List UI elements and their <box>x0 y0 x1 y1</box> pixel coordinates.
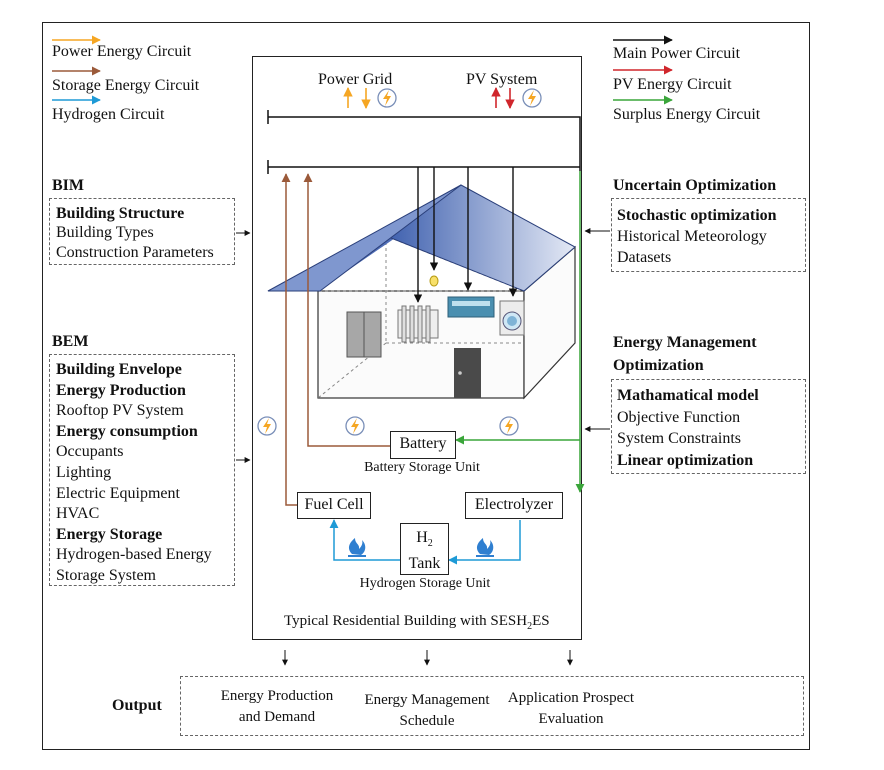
bim-box <box>49 198 235 265</box>
bim-box-title: Building Structure <box>56 205 185 222</box>
uncertain-box-title: Stochastic optimization <box>617 207 777 224</box>
legend-storage-energy: Storage Energy Circuit <box>52 77 200 94</box>
tank-label: Tank <box>408 555 441 573</box>
output-item-line: Energy Production <box>220 688 334 704</box>
list-line: HVAC <box>56 505 100 523</box>
legend-surplus-energy: Surplus Energy Circuit <box>613 106 761 123</box>
bim-heading: BIM <box>52 177 84 194</box>
bim-item: Building Types <box>56 224 154 241</box>
main-bus <box>267 110 581 174</box>
output-item-line: Schedule <box>399 713 455 729</box>
output-item-line: Application Prospect <box>507 690 635 706</box>
bem-heading: BEM <box>52 333 89 350</box>
building-caption: Typical Residential Building with SESH2E… <box>284 610 550 638</box>
bim-item: Construction Parameters <box>56 244 214 261</box>
tank-h-sub: 2 <box>427 538 433 550</box>
battery-to-bus <box>303 173 390 447</box>
uncertain-box <box>611 198 806 272</box>
electrolyzer-box: Electrolyzer <box>465 492 563 519</box>
output-box <box>180 676 804 736</box>
list-line: Mathamatical model <box>617 387 759 404</box>
tank-h: H <box>416 529 428 546</box>
list-line: Lighting <box>56 464 112 481</box>
building-caption-sub: 2 <box>527 621 533 632</box>
battery-caption: Battery Storage Unit <box>364 460 480 475</box>
list-line: Occupants <box>56 443 124 461</box>
fuel-cell-box: Fuel Cell <box>297 492 371 519</box>
list-line: System Constraints <box>617 430 742 447</box>
house-illustration <box>267 184 576 400</box>
uncertain-heading: Uncertain Optimization <box>613 177 777 194</box>
fuelcell-to-bus <box>281 173 297 506</box>
bolt-icon <box>345 416 365 436</box>
grid-bolt-icon <box>377 88 397 108</box>
list-line: Storage System <box>56 567 156 584</box>
bem-box <box>49 354 235 586</box>
output-item: Energy Management Schedule <box>352 690 502 732</box>
hydrogen-caption: Hydrogen Storage Unit <box>359 576 491 591</box>
legend-power-energy: Power Energy Circuit <box>52 43 192 60</box>
bolt-icon <box>257 416 277 436</box>
list-line: Energy Production <box>56 381 186 399</box>
list-line: Hydrogen-based Energy <box>56 546 212 564</box>
list-line: Energy consumption <box>56 422 198 440</box>
pv-bolt-icon <box>522 88 542 108</box>
output-item-line: Energy Management <box>364 692 490 708</box>
list-line: Electric Equipment <box>56 484 180 502</box>
emo-box <box>611 379 806 474</box>
electrolyzer-to-tank <box>448 520 521 565</box>
building-caption-suffix: ES <box>532 613 550 629</box>
list-line: Building Envelope <box>56 361 182 378</box>
uncertain-item: Datasets <box>617 249 672 266</box>
outer-frame <box>42 22 810 750</box>
output-label: Output <box>112 697 162 714</box>
list-line: Rooftop PV System <box>56 402 184 420</box>
power-grid-label: Power Grid <box>318 71 393 88</box>
building-panel <box>252 56 582 640</box>
emo-heading-1: Energy Management <box>613 334 757 351</box>
pv-system-label: PV System <box>466 71 538 88</box>
output-item-line: and Demand <box>238 709 316 725</box>
bolt-icon <box>499 416 519 436</box>
output-item: Energy Production and Demand <box>202 686 352 728</box>
building-caption-prefix: Typical Residential Building with SESH <box>284 613 528 629</box>
output-item: Application Prospect Evaluation <box>496 688 646 730</box>
hydrogen-flame-icon <box>476 538 494 557</box>
list-line: Objective Function <box>617 408 741 426</box>
uncertain-item: Historical Meteorology <box>617 228 767 245</box>
hydrogen-flame-icon <box>348 538 366 557</box>
list-line: Linear optimization <box>617 451 754 469</box>
tank-to-fuelcell <box>329 519 400 561</box>
emo-heading-2: Optimization <box>613 357 704 374</box>
legend-pv-energy: PV Energy Circuit <box>613 76 732 93</box>
legend-main-power: Main Power Circuit <box>613 45 741 62</box>
battery-box: Battery <box>390 431 456 459</box>
list-line: Energy Storage <box>56 525 163 543</box>
legend-hydrogen: Hydrogen Circuit <box>52 106 165 123</box>
output-item-line: Evaluation <box>538 711 604 727</box>
h2-tank-box: H2 Tank <box>400 523 449 575</box>
